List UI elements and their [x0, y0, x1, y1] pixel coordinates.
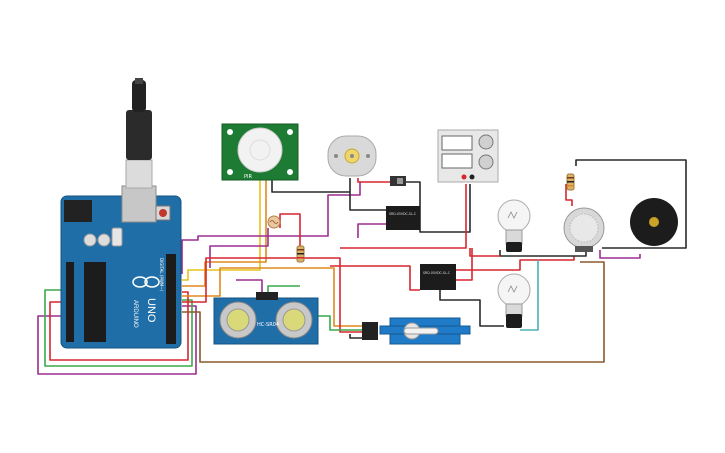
wire-ldr-red — [279, 213, 301, 250]
wire-motor-red — [357, 178, 392, 183]
power-jack — [64, 200, 92, 222]
wire-pir-orange — [182, 178, 267, 287]
ultrasonic-sensor[interactable]: HC-SR04 — [213, 292, 319, 345]
psu-display-bottom — [441, 153, 473, 169]
wire-servo-black — [349, 334, 362, 339]
wire-brown-long — [182, 261, 605, 363]
gas-sensor[interactable] — [563, 207, 605, 252]
wire-ldr-purple — [209, 228, 269, 268]
relay-top[interactable]: SRD-05VDC-SL-C — [386, 206, 420, 230]
wire-red-bulb1 — [469, 248, 500, 257]
usb-port — [121, 185, 157, 223]
wire-relay2-black — [439, 290, 504, 327]
resistor[interactable] — [296, 245, 305, 263]
label-digital-header: DIGITAL (PWM~) — [159, 258, 164, 292]
usb-cable — [125, 78, 153, 189]
arduino-uno[interactable]: ARDUINO UNO DIGITAL (PWM~) — [60, 185, 182, 349]
pir-dome — [237, 127, 283, 173]
wire-purple-top — [181, 182, 361, 274]
relay-mid-label: SRD-05VDC-SL-C — [423, 271, 451, 275]
wire-servo-green — [316, 315, 362, 331]
wire-us-green — [267, 285, 300, 292]
arduino-brand: ARDUINO — [132, 300, 138, 328]
pir-sensor[interactable]: PIR — [221, 123, 299, 181]
wire-pir-black — [271, 178, 350, 193]
atmega-chip — [84, 262, 106, 342]
wire-servo-red — [182, 257, 362, 333]
arduino-model: UNO — [145, 298, 157, 323]
wire-relay-purple — [357, 223, 386, 238]
pir-label: PIR — [244, 174, 252, 180]
photoresistor[interactable] — [267, 215, 281, 229]
wire-right-black-top — [575, 159, 687, 249]
wire-purple-left — [37, 305, 197, 375]
wire-switch-black — [404, 181, 471, 233]
light-bulb-bottom[interactable] — [497, 273, 531, 328]
psu-knob-top — [478, 134, 494, 150]
wires — [37, 159, 687, 375]
relay-top-label: SRD-05VDC-SL-C — [389, 212, 417, 216]
piezo-buzzer[interactable] — [630, 198, 678, 246]
relay-middle[interactable]: SRD-05VDC-SL-C — [420, 264, 456, 290]
digital-header — [166, 254, 176, 344]
servo-motor[interactable] — [362, 317, 471, 345]
psu-knob-bottom — [478, 154, 494, 170]
arduino-logo — [132, 276, 160, 288]
wire-us-purple — [236, 279, 263, 292]
power-supply[interactable] — [437, 129, 499, 183]
psu-display-top — [441, 135, 473, 151]
wire-relay2-red — [456, 248, 473, 281]
dc-motor[interactable] — [327, 135, 377, 177]
ultrasonic-label: HC-SR04 — [257, 322, 279, 328]
resistor-right[interactable] — [566, 173, 575, 191]
wire-bulb2-teal — [520, 260, 539, 331]
wire-bulb2-red — [456, 256, 575, 271]
power-header — [66, 262, 74, 342]
wire-pir-yellow — [182, 178, 261, 281]
light-bulb-top[interactable] — [497, 199, 531, 252]
wire-psu-red — [340, 184, 467, 249]
wire-servo-orange — [182, 267, 362, 327]
wire-motor-black — [349, 178, 386, 211]
wire-relay2-red-b — [330, 265, 420, 291]
wire-right-red — [565, 184, 573, 206]
slide-switch[interactable] — [390, 176, 406, 186]
wire-buzzer-purple — [599, 250, 641, 259]
wire-red-left — [49, 291, 189, 361]
wire-green-left — [44, 289, 193, 367]
